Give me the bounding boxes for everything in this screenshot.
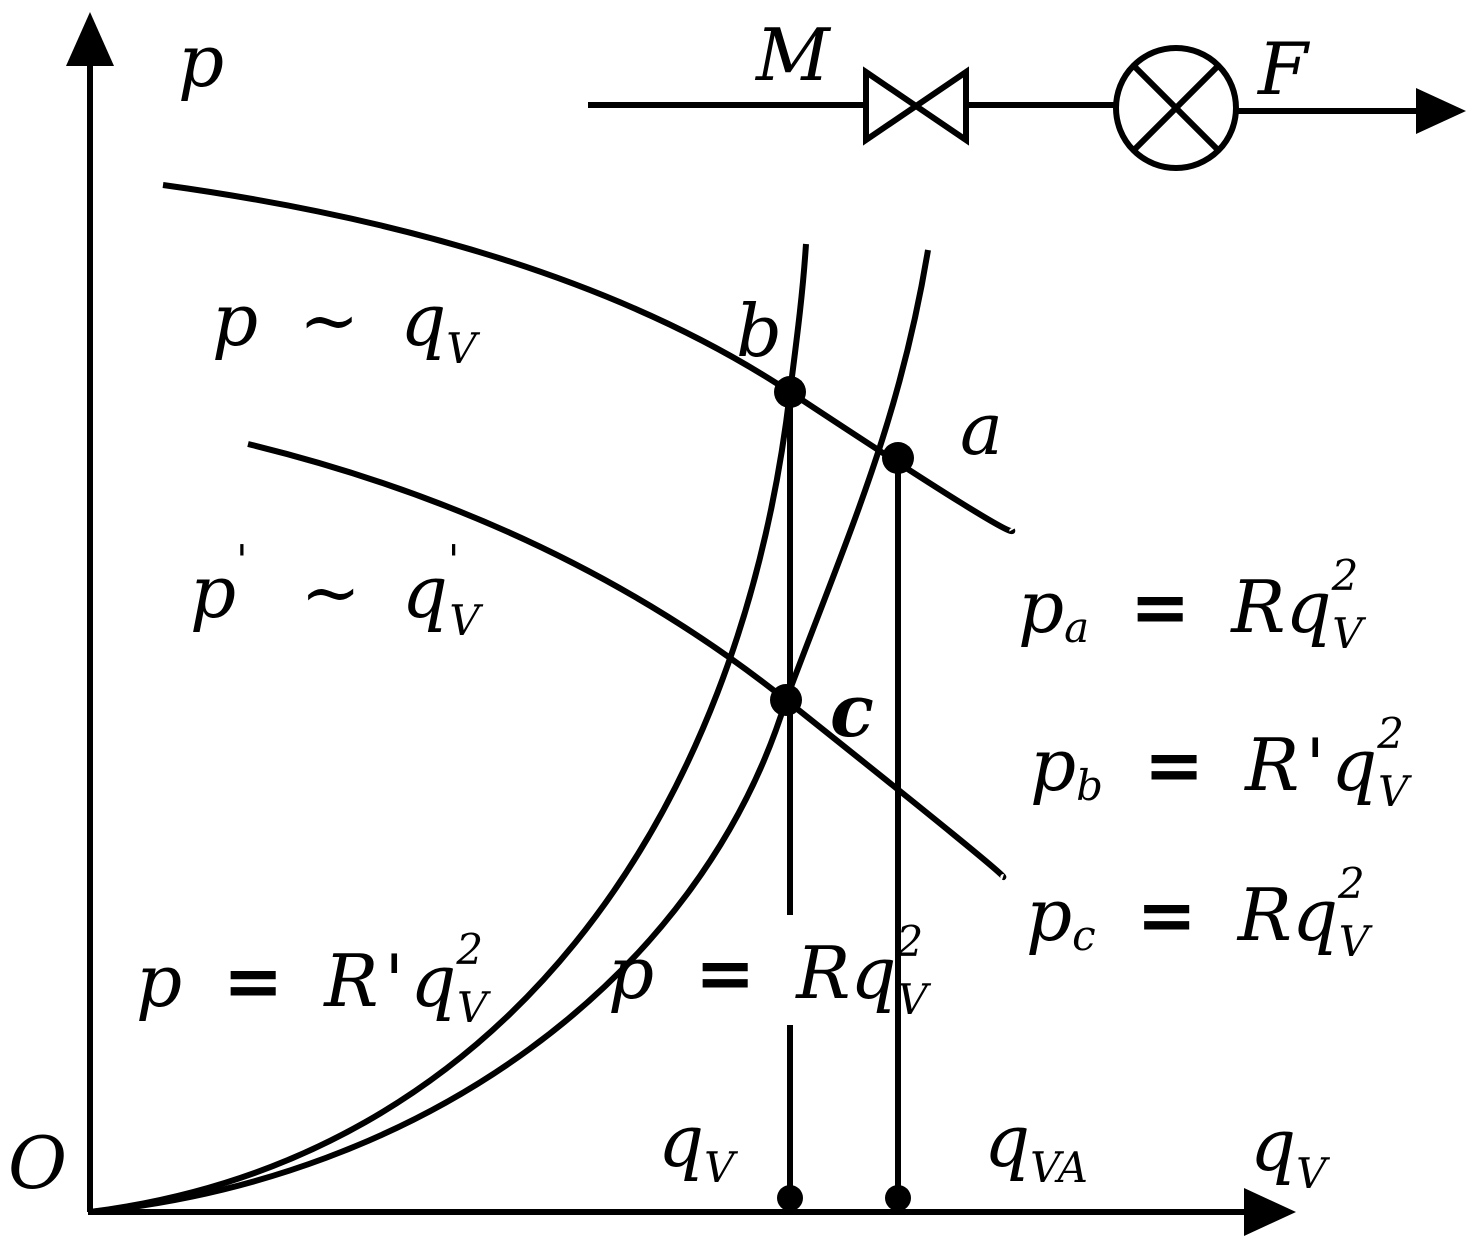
point-c-label: c [830, 668, 874, 753]
point-c [770, 684, 802, 716]
flow-label-qva: qVA [984, 1099, 1088, 1192]
origin-label: O [8, 1121, 67, 1205]
x-axis-arrow-icon [1244, 1188, 1296, 1236]
fan-label: F [1256, 27, 1311, 111]
point-qva-axis [885, 1185, 911, 1211]
reduced-pump-curve [247, 441, 1007, 881]
pump-curve [162, 182, 1016, 535]
valve-icon [863, 66, 969, 146]
valve-label: M [754, 13, 832, 97]
y-axis-arrow-icon [66, 12, 114, 66]
x-axis-label: qV [1250, 1103, 1330, 1198]
fan-icon [1113, 45, 1239, 171]
system-curve-rprime [89, 243, 809, 1215]
outlet-arrow-icon [1416, 88, 1466, 134]
system-curve-r [89, 249, 931, 1215]
point-a [882, 442, 914, 474]
flow-label-qv: qV [658, 1099, 738, 1192]
pump-curve-label: p ~ qV [212, 278, 480, 373]
point-b-label: b [736, 289, 782, 373]
point-qv-axis [777, 1185, 803, 1211]
pipe-schematic: M F [588, 13, 1466, 171]
point-a-label: a [960, 387, 1003, 471]
point-b [774, 376, 806, 408]
reduced-pump-curve-label: p' ~ q'V [190, 508, 483, 645]
y-axis-label: p [178, 19, 224, 103]
